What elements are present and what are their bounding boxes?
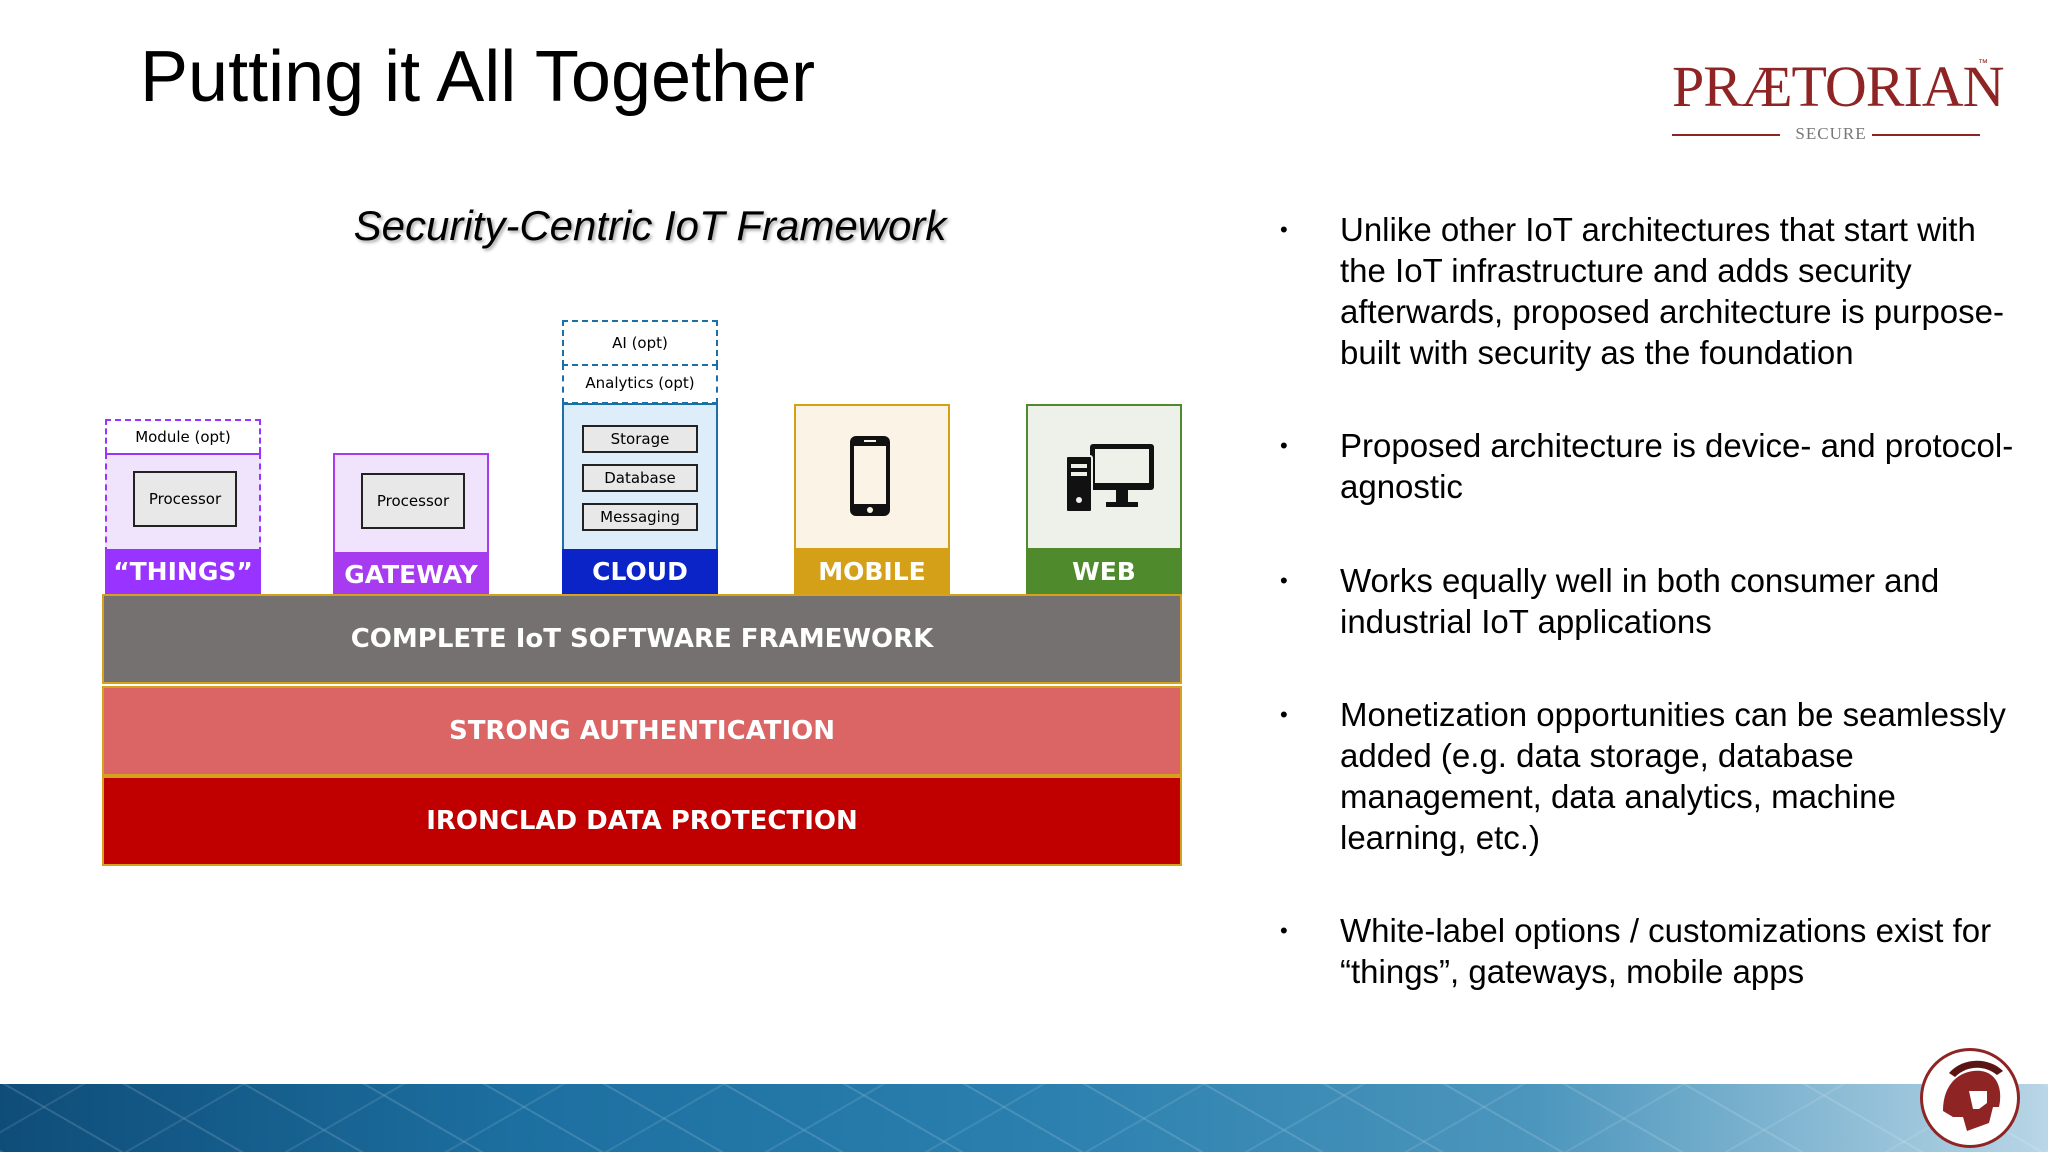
bullet-text: Monetization opportunities can be seamle… <box>1340 696 2006 856</box>
bullet-item: • Monetization opportunities can be seam… <box>1280 694 2020 858</box>
bullet-dot: • <box>1280 568 1288 593</box>
bullet-dot: • <box>1280 702 1288 727</box>
things-label: “THINGS” <box>105 549 261 594</box>
things-body: Processor <box>105 453 261 553</box>
logo-word: PRÆTORIAN <box>1672 54 2005 119</box>
database-box: Database <box>582 464 698 492</box>
things-processor-box: Processor <box>133 471 237 527</box>
authentication-layer: STRONG AUTHENTICATION <box>102 686 1182 776</box>
mobile-column: MOBILE <box>794 404 950 594</box>
logo-rule-left <box>1672 134 1780 136</box>
logo-subtitle: SECURE <box>1795 124 1867 143</box>
bullet-text: Proposed architecture is device- and pro… <box>1340 427 2014 505</box>
cloud-column: AI (opt) Analytics (opt) Storage Databas… <box>562 320 718 594</box>
bullet-item: • Proposed architecture is device- and p… <box>1280 425 2020 507</box>
analytics-opt-label: Analytics (opt) <box>585 374 695 392</box>
bullet-item: • White-label options / customizations e… <box>1280 910 2020 992</box>
logo-tm: ™ <box>1978 58 1988 69</box>
bullet-dot: • <box>1280 918 1288 943</box>
web-label: WEB <box>1026 548 1182 594</box>
gateway-processor-box: Processor <box>361 473 465 529</box>
bullet-text: White-label options / customizations exi… <box>1340 912 1992 990</box>
bullet-item: • Works equally well in both consumer an… <box>1280 560 2020 642</box>
storage-box: Storage <box>582 425 698 453</box>
smartphone-icon <box>850 436 890 516</box>
gateway-body: Processor <box>333 453 489 554</box>
things-column: Module (opt) Processor “THINGS” <box>105 419 261 594</box>
cloud-label: CLOUD <box>562 549 718 594</box>
framework-layer: COMPLETE IoT SOFTWARE FRAMEWORK <box>102 594 1182 684</box>
gateway-column: Processor GATEWAY <box>333 453 489 596</box>
bullet-item: • Unlike other IoT architectures that st… <box>1280 209 2020 373</box>
ai-opt-box: AI (opt) <box>562 320 718 366</box>
footer-banner <box>0 1084 2048 1152</box>
ai-opt-label: AI (opt) <box>612 334 668 352</box>
page-title: Putting it All Together <box>140 37 816 117</box>
bullet-dot: • <box>1280 433 1288 458</box>
module-opt-label: Module (opt) <box>135 428 231 446</box>
gateway-label: GATEWAY <box>333 552 489 596</box>
messaging-box: Messaging <box>582 503 698 531</box>
bullet-dot: • <box>1280 217 1288 242</box>
diagram-title: Security-Centric IoT Framework <box>353 202 947 249</box>
bullet-text: Unlike other IoT architectures that star… <box>1340 211 2004 371</box>
bullet-text: Works equally well in both consumer and … <box>1340 562 1940 640</box>
mobile-label: MOBILE <box>794 548 950 594</box>
praetorian-logo: PRÆTORIAN ™ SECURE <box>1672 48 2005 144</box>
mobile-body <box>794 404 950 550</box>
logo-rule-right <box>1872 134 1980 136</box>
module-opt-box: Module (opt) <box>105 419 261 453</box>
cloud-body: Storage Database Messaging <box>562 403 718 551</box>
web-column: WEB <box>1026 404 1182 594</box>
data-protection-layer: IRONCLAD DATA PROTECTION <box>102 776 1182 866</box>
analytics-opt-box: Analytics (opt) <box>562 364 718 404</box>
spartan-helmet-logo-icon <box>1920 1048 2020 1148</box>
desktop-computer-icon <box>1065 444 1154 513</box>
web-body <box>1026 404 1182 550</box>
